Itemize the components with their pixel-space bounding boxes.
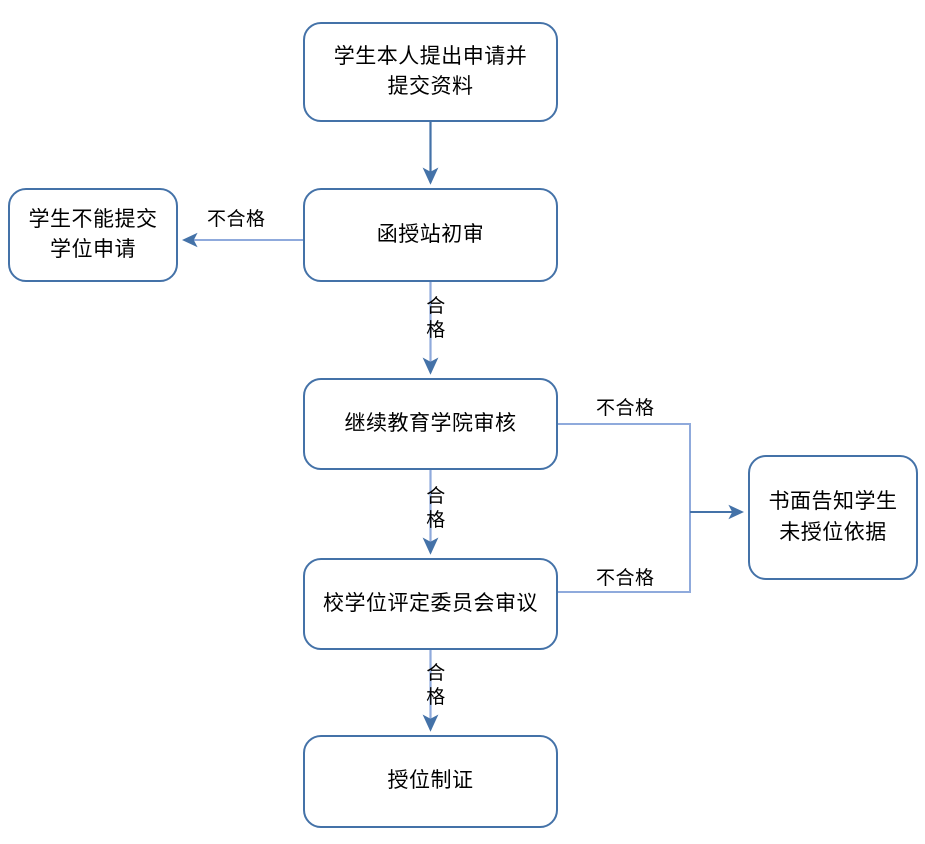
node-written-notice[interactable]: 书面告知学生 未授位依据 — [748, 455, 918, 580]
node-college-review[interactable]: 继续教育学院审核 — [303, 378, 558, 470]
edge-label-fail-committee: 不合格 — [596, 568, 655, 589]
node-cannot-apply[interactable]: 学生不能提交 学位申请 — [8, 188, 178, 282]
edge-label-pass-station: 合 格 — [426, 296, 446, 341]
edge-label-pass-college: 合 格 — [426, 486, 446, 531]
edge-label-fail-college: 不合格 — [596, 398, 655, 419]
edge-label-pass-committee: 合 格 — [426, 663, 446, 708]
node-station-review[interactable]: 函授站初审 — [303, 188, 558, 282]
node-apply[interactable]: 学生本人提出申请并 提交资料 — [303, 22, 558, 122]
edge-label-fail-station: 不合格 — [207, 209, 266, 230]
edge-college-to-notice — [558, 423, 691, 512]
node-grant-degree[interactable]: 授位制证 — [303, 735, 558, 828]
node-committee-review[interactable]: 校学位评定委员会审议 — [303, 558, 558, 650]
